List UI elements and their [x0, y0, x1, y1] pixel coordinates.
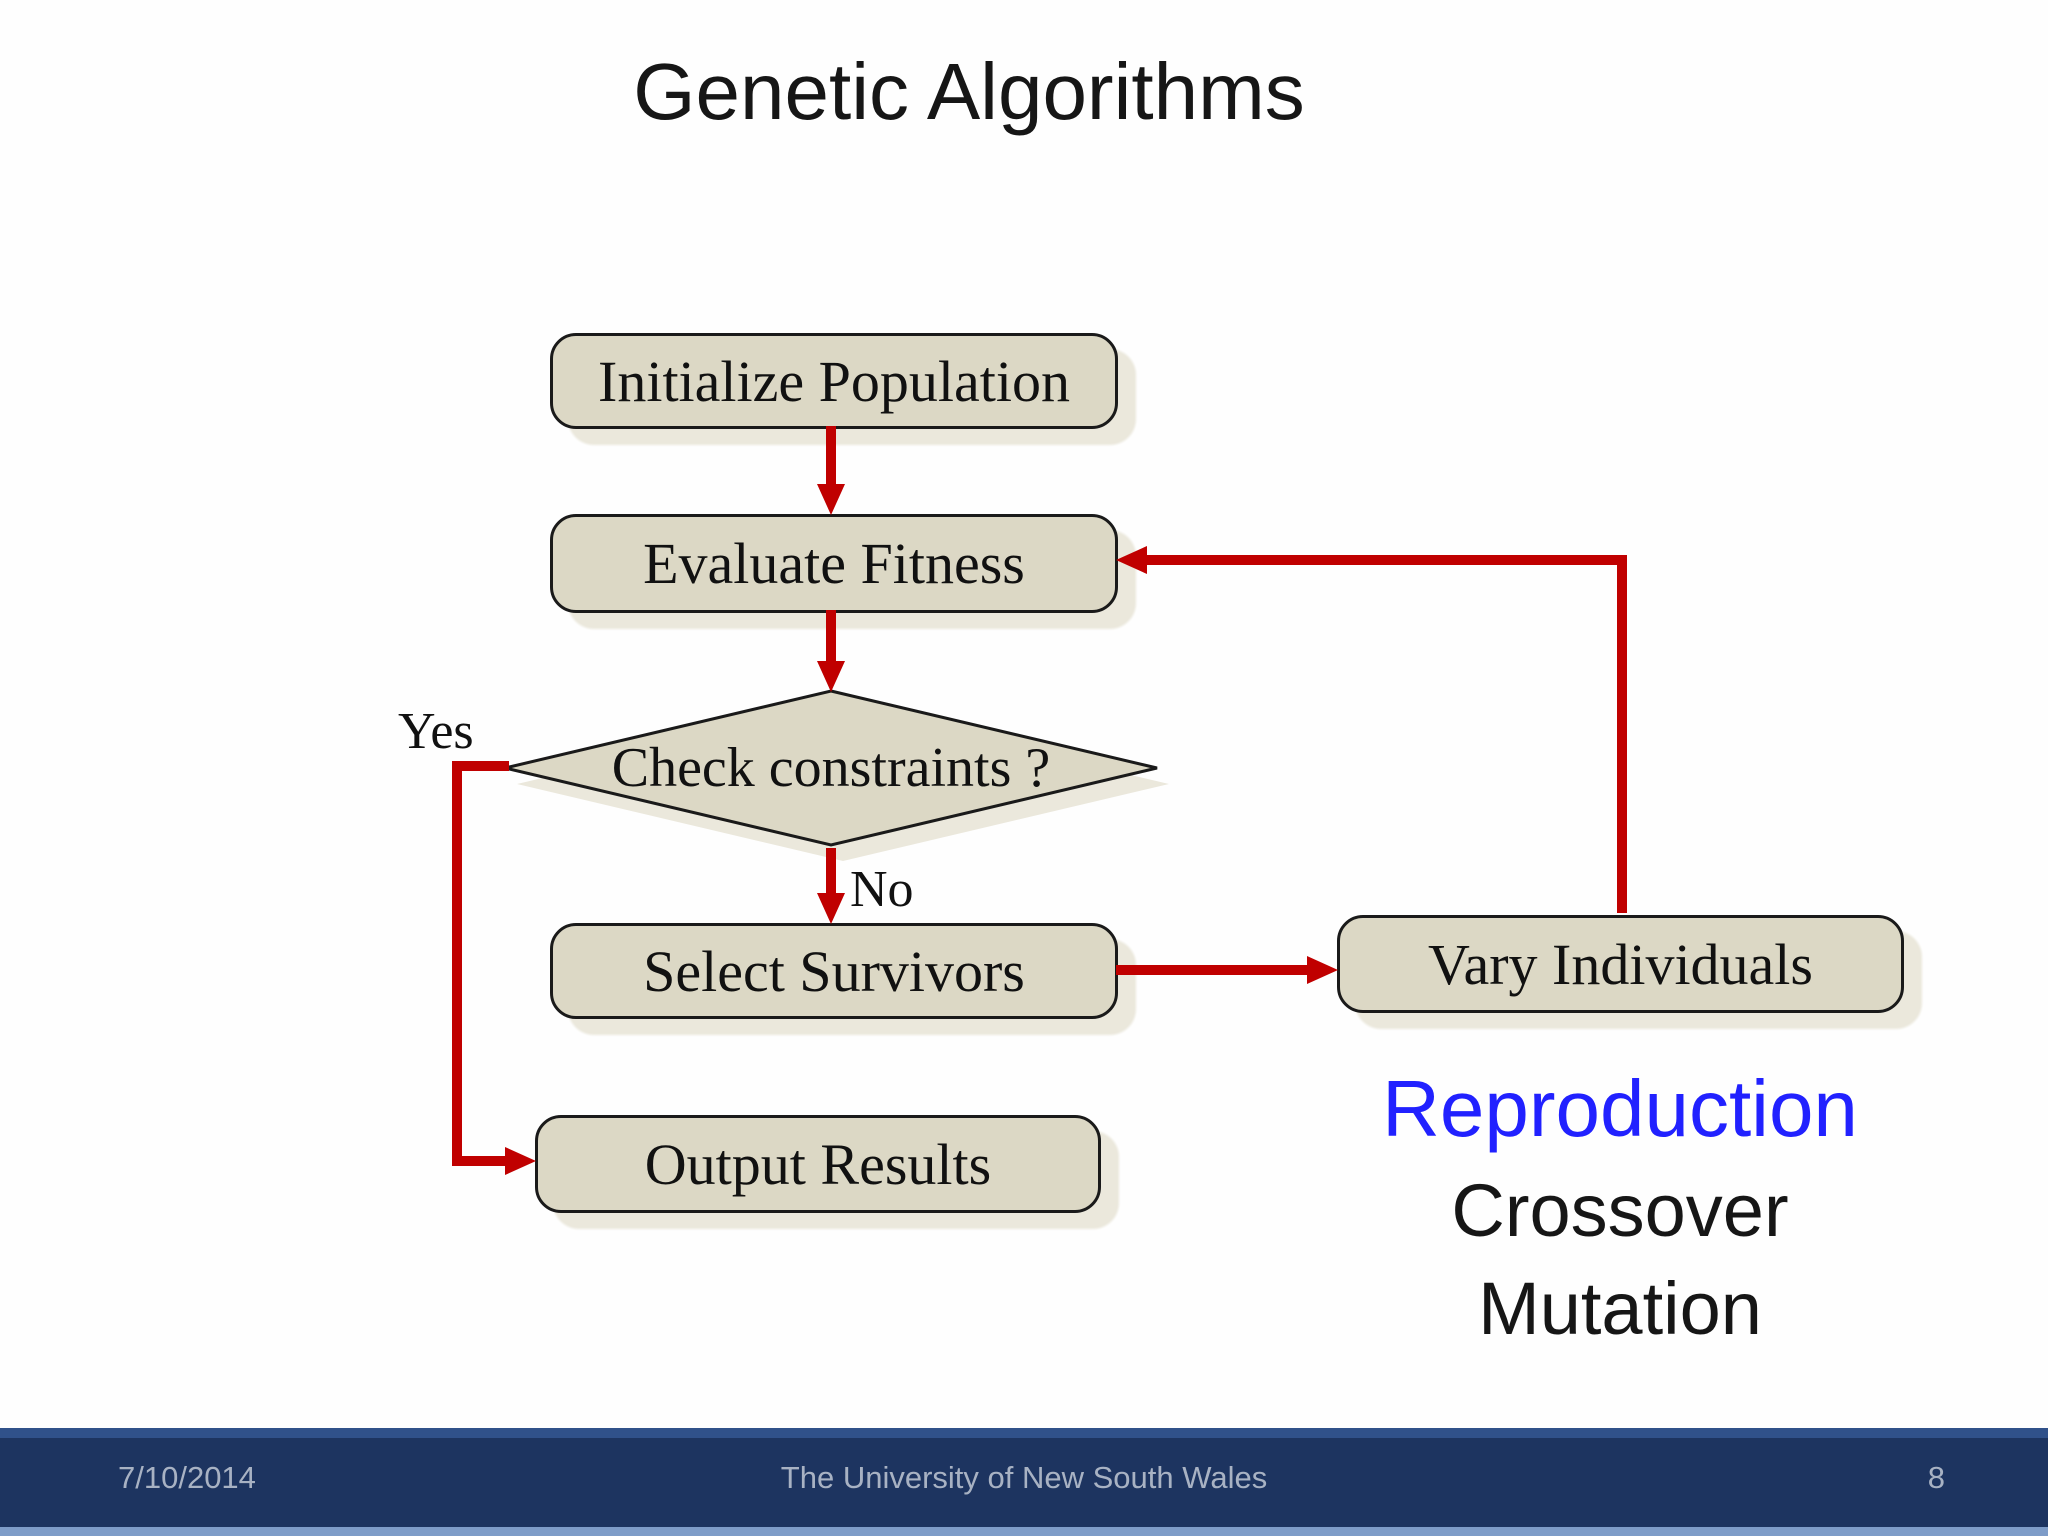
footer-page-number: 8 [1927, 1460, 1945, 1495]
footer-institution: The University of New South Wales [780, 1460, 1268, 1495]
node-label-initialize: Initialize Population [598, 348, 1070, 414]
node-label-vary: Vary Individuals [1428, 931, 1813, 997]
flowchart-node-evaluate-fitness: Evaluate Fitness [550, 514, 1118, 613]
footer-bottom-strip [0, 1527, 2048, 1536]
reproduction-annotation-block: Reproduction Crossover Mutation [1340, 1056, 1900, 1358]
annotation-crossover: Crossover [1451, 1169, 1789, 1252]
flowchart-node-output-results: Output Results [535, 1115, 1101, 1213]
annotation-reproduction: Reproduction [1382, 1064, 1858, 1153]
node-label-check-constraints: Check constraints ? [611, 737, 1051, 799]
slide-footer: 7/10/2014 The University of New South Wa… [0, 1428, 2048, 1536]
node-label-select: Select Survivors [643, 938, 1025, 1004]
edge-label-yes: Yes [398, 703, 474, 760]
arrow-check-to-output-yes [452, 761, 536, 1175]
arrow-vary-to-evaluate-feedback [1116, 546, 1627, 913]
node-label-output: Output Results [644, 1131, 992, 1197]
footer-date: 7/10/2014 [118, 1460, 256, 1495]
flowchart-node-vary-individuals: Vary Individuals [1337, 915, 1904, 1013]
edge-label-no: No [850, 861, 914, 918]
flowchart-node-select-survivors: Select Survivors [550, 923, 1118, 1019]
slide-title: Genetic Algorithms [633, 47, 1305, 136]
footer-accent-line [0, 1428, 2048, 1438]
annotation-mutation: Mutation [1478, 1267, 1762, 1350]
node-label-evaluate: Evaluate Fitness [643, 531, 1025, 596]
footer-bar [0, 1438, 2048, 1527]
flowchart-node-initialize-population: Initialize Population [550, 333, 1118, 429]
